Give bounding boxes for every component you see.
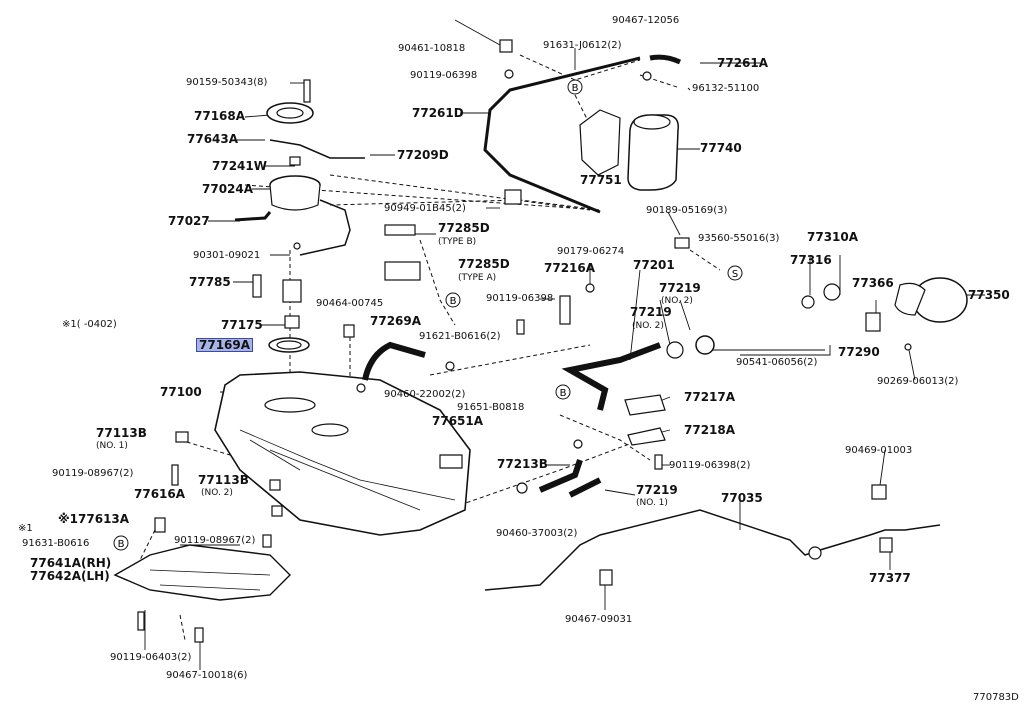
part-label-highlighted[interactable]: 77169A [195, 338, 254, 352]
part-label[interactable]: 77285D [438, 221, 490, 235]
part-label[interactable]: 77201 [633, 258, 675, 272]
part-label[interactable]: 77261D [412, 106, 464, 120]
part-label[interactable]: 90189-05169(3) [646, 205, 728, 216]
part-label[interactable]: 77310A [807, 230, 859, 244]
part-label[interactable]: 77316 [790, 253, 832, 267]
part-label: (TYPE A) [458, 273, 497, 283]
part-label[interactable]: 90467-09031 [565, 614, 633, 625]
part-label[interactable]: 77209D [397, 148, 449, 162]
part-label: (NO. 1) [636, 498, 668, 508]
marker-b-3: B [560, 388, 567, 399]
part-label[interactable]: 77219 [636, 483, 678, 497]
part-label[interactable]: 90119-08967(2) [174, 535, 256, 546]
part-label[interactable]: 77216A [544, 261, 596, 275]
part-label[interactable]: 77366 [852, 276, 894, 290]
part-label[interactable]: 77113B [96, 426, 147, 440]
part-label[interactable]: 77027 [168, 214, 210, 228]
part-label[interactable]: 77785 [189, 275, 231, 289]
part-label[interactable]: 90460-37003(2) [496, 528, 578, 539]
part-label[interactable]: 77740 [700, 141, 742, 155]
part-label[interactable]: 91631-B0616 [22, 538, 90, 549]
part-label: (NO. 1) [96, 441, 128, 451]
part-label[interactable]: ※177613A [58, 512, 130, 526]
part-label[interactable]: 77751 [580, 173, 622, 187]
part-label[interactable]: 77642A(LH) [30, 569, 110, 583]
part-label[interactable]: 90179-06274 [557, 246, 625, 257]
part-label[interactable]: 77350 [968, 288, 1010, 302]
part-label[interactable]: 77377 [869, 571, 911, 585]
part-label[interactable]: 90464-00745 [316, 298, 384, 309]
part-label[interactable]: 90269-06013(2) [877, 376, 959, 387]
part-label[interactable]: 90119-06398(2) [669, 460, 751, 471]
marker-b-1: B [572, 83, 579, 94]
part-label[interactable]: 77024A [202, 182, 254, 196]
part-label[interactable]: 77269A [370, 314, 422, 328]
part-label: (TYPE B) [438, 237, 477, 247]
part-label[interactable]: 96132-51100 [692, 83, 760, 94]
part-label[interactable]: 77261A [717, 56, 769, 70]
part-label[interactable]: 91651-B0818 [457, 402, 525, 413]
part-label[interactable]: 77641A(RH) [30, 556, 112, 570]
part-label[interactable]: 90541-06056(2) [736, 357, 818, 368]
marker-s: S [732, 269, 738, 280]
part-label: (NO. 2) [632, 321, 664, 331]
part-label: (NO. 2) [201, 488, 233, 498]
part-label[interactable]: 77168A [194, 109, 246, 123]
part-label[interactable]: 90301-09021 [193, 250, 261, 261]
marker-b-2: B [450, 296, 457, 307]
part-label[interactable]: 90460-22002(2) [384, 389, 466, 400]
part-label[interactable]: 77651A [432, 414, 484, 428]
part-label[interactable]: 90159-50343(8) [186, 77, 268, 88]
diagram-id: 770783D [973, 692, 1019, 703]
part-label[interactable]: 77285D [458, 257, 510, 271]
part-label[interactable]: 90949-01B45(2) [384, 203, 466, 214]
part-label[interactable]: 77218A [684, 423, 736, 437]
part-label[interactable]: 90119-08967(2) [52, 468, 134, 479]
marker-b-4: B [118, 539, 125, 550]
part-label[interactable]: 77643A [187, 132, 239, 146]
part-label[interactable]: 90469-01003 [845, 445, 913, 456]
part-label[interactable]: 90461-10818 [398, 43, 466, 54]
part-label[interactable]: 77219 [630, 305, 672, 319]
part-label[interactable]: 77113B [198, 473, 249, 487]
note-label: ※1 [18, 523, 33, 534]
part-label[interactable]: 90119-06403(2) [110, 652, 192, 663]
part-label[interactable]: 91631-J0612(2) [543, 40, 622, 51]
part-label[interactable]: 90467-10018(6) [166, 670, 248, 681]
part-label[interactable]: 77219 [659, 281, 701, 295]
part-label[interactable]: 77616A [134, 487, 186, 501]
part-label[interactable]: 91621-B0616(2) [419, 331, 501, 342]
part-label[interactable]: 77241W [212, 159, 267, 173]
note-label: ※1( -0402) [62, 319, 117, 330]
part-label[interactable]: 77175 [221, 318, 263, 332]
part-label[interactable]: 90119-06398 [410, 70, 478, 81]
part-label[interactable]: 90119-06398 [486, 293, 554, 304]
part-label[interactable]: 77217A [684, 390, 736, 404]
part-label[interactable]: 77213B [497, 457, 548, 471]
part-label: (NO. 2) [661, 296, 693, 306]
part-label[interactable]: 77290 [838, 345, 880, 359]
part-label[interactable]: 90467-12056 [612, 15, 680, 26]
part-label[interactable]: 77100 [160, 385, 202, 399]
part-label[interactable]: 93560-55016(3) [698, 233, 780, 244]
part-label[interactable]: 77035 [721, 491, 763, 505]
